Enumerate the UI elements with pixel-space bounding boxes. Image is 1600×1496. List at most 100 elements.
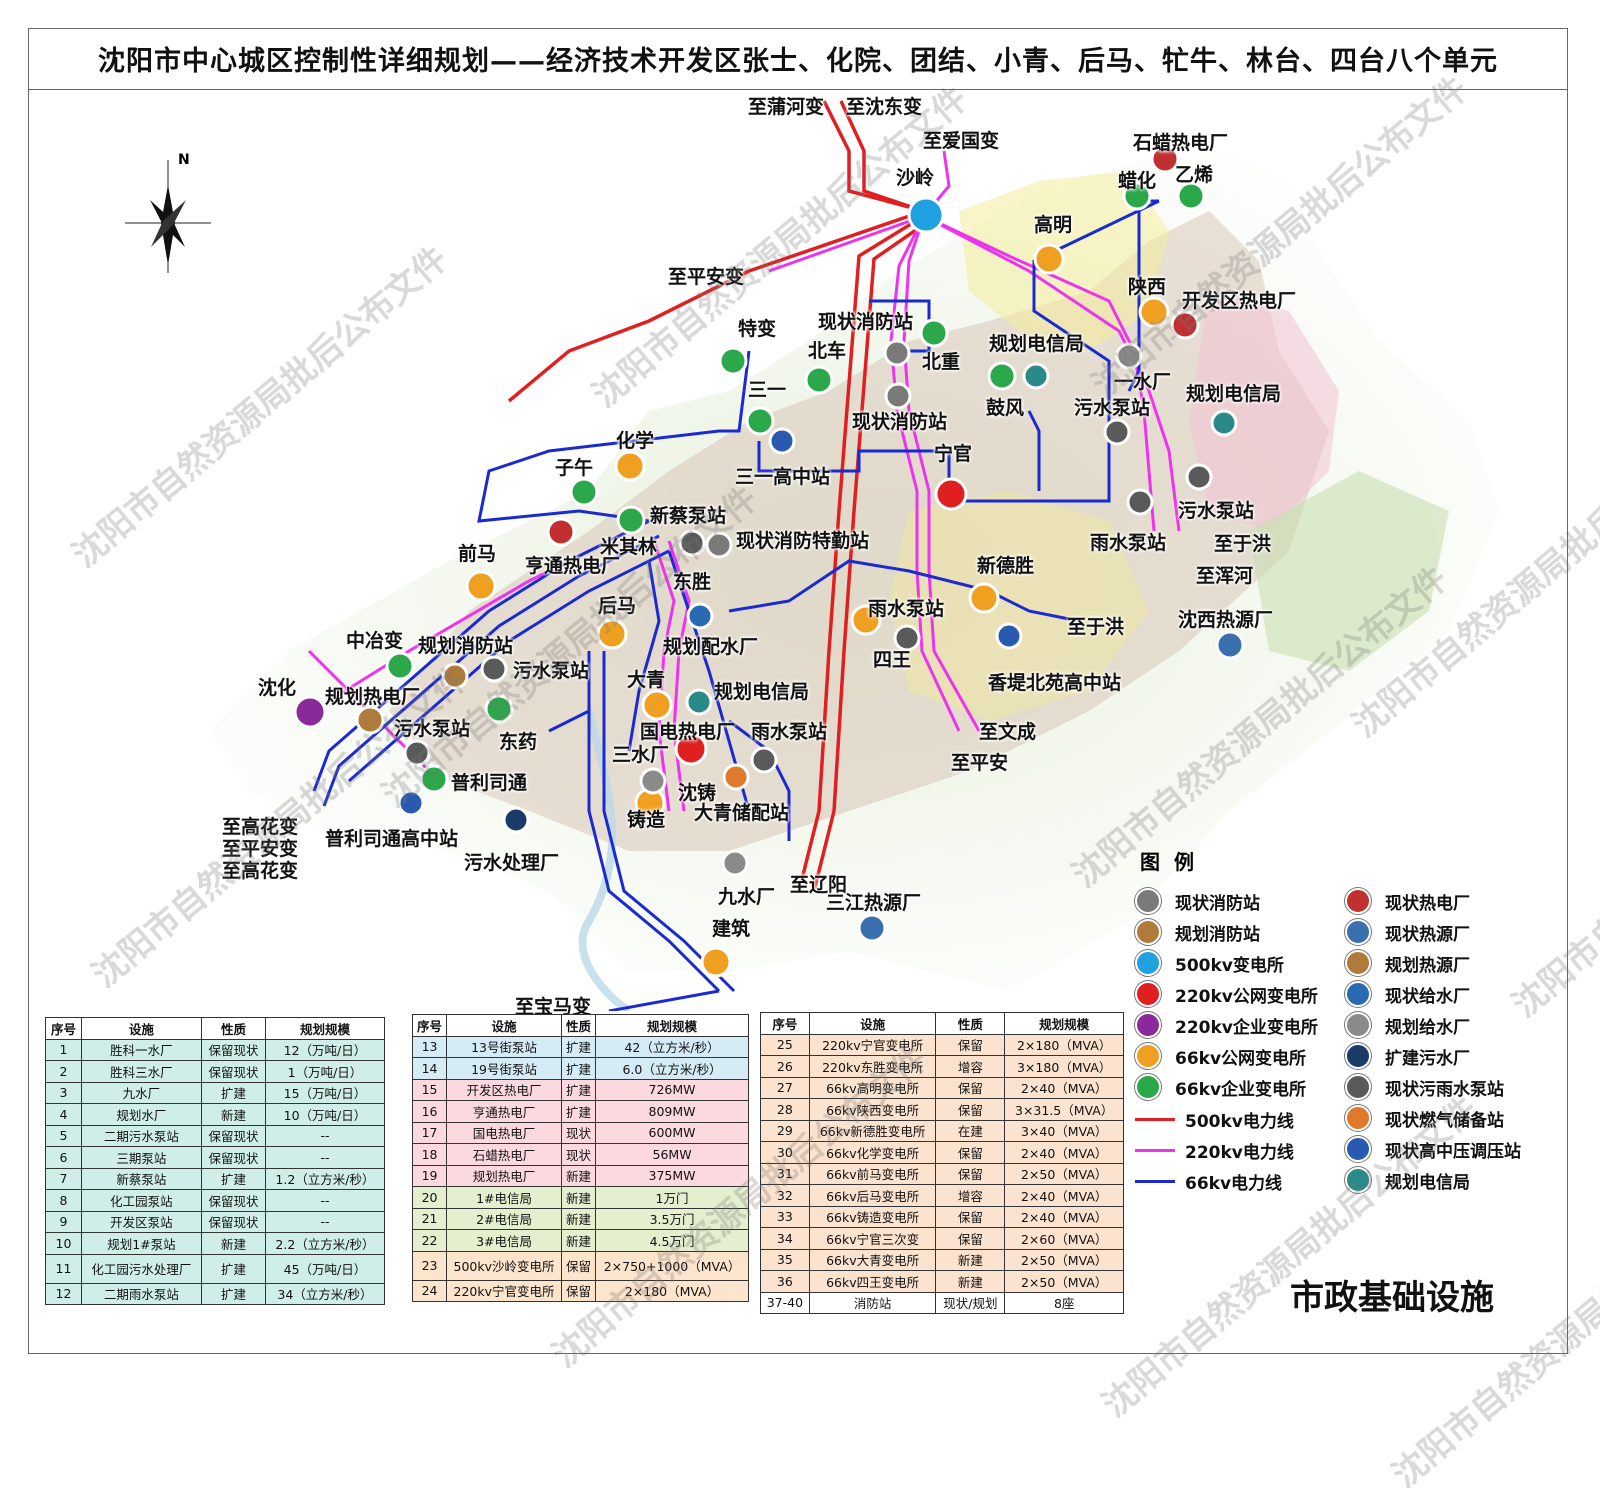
table-cell: 18 xyxy=(411,1143,448,1166)
table-cell: 66kv四王变电所 xyxy=(808,1270,937,1293)
table-cell: 809MW xyxy=(595,1100,749,1123)
table-cell: 30 xyxy=(760,1141,810,1164)
pump-station-icon xyxy=(750,746,778,774)
map-label: 污水泵站 xyxy=(513,660,590,682)
telecom-icon xyxy=(685,688,713,716)
table-cell: 11 xyxy=(45,1253,82,1284)
table-cell: 42（立方米/秒） xyxy=(595,1035,749,1058)
map-label: 规划消防站 xyxy=(418,635,514,657)
table-cell: 扩建 xyxy=(560,1057,597,1080)
table-cell: 10 xyxy=(45,1232,82,1255)
table-cell: 3 xyxy=(45,1081,82,1104)
table-header: 性质 xyxy=(935,1012,1006,1035)
table-cell: 66kv化学变电所 xyxy=(808,1141,937,1164)
substation-66kv-enterprise-icon xyxy=(385,651,415,681)
water-plant-icon xyxy=(1115,342,1143,370)
table-cell: 1#电信局 xyxy=(446,1186,562,1209)
legend-symbol-icon xyxy=(1345,950,1371,976)
table-header: 规划规模 xyxy=(1004,1012,1124,1035)
map-label: 普利司通高中站 xyxy=(325,828,459,850)
table-cell: 35 xyxy=(760,1248,810,1271)
table-cell: 16 xyxy=(411,1100,448,1123)
table-cell: 31 xyxy=(760,1162,810,1185)
table-cell: 4 xyxy=(45,1103,82,1126)
map-label: 化学 xyxy=(616,430,655,452)
map-label: 东胜 xyxy=(673,571,712,593)
legend-symbol-icon xyxy=(1135,950,1161,976)
map-label: 香堤北苑高中站 xyxy=(988,672,1122,694)
water-supply-plant-icon xyxy=(686,602,714,630)
substation-66kv-icon xyxy=(1033,243,1065,275)
map-label: 雨水泵站 xyxy=(1090,532,1167,554)
water-plant-icon xyxy=(721,849,749,877)
substation-220kv-icon xyxy=(674,732,708,766)
substation-66kv-enterprise-icon xyxy=(616,505,646,535)
legend-symbol-icon xyxy=(1345,1167,1371,1193)
table-header: 规划规模 xyxy=(595,1014,749,1037)
map-label: 规划配水厂 xyxy=(663,636,759,658)
legend-label: 规划热源厂 xyxy=(1385,955,1470,976)
map-label: 高明 xyxy=(1034,214,1073,236)
table-cell: 2×750+1000（MVA） xyxy=(595,1250,749,1281)
table-cell: 保留 xyxy=(560,1250,597,1281)
substation-66kv-icon xyxy=(465,570,497,602)
table-cell: 34（立方米/秒） xyxy=(264,1282,386,1305)
table-cell: 石蜡热电厂 xyxy=(446,1143,562,1166)
table-cell: 12 xyxy=(45,1282,82,1305)
map-label: 一水厂 xyxy=(1114,371,1172,393)
table-cell: 4.5万门 xyxy=(595,1229,749,1252)
table-cell: 保留现状 xyxy=(200,1146,266,1169)
table-header: 设施 xyxy=(808,1012,937,1035)
map-label: 三一 xyxy=(748,379,787,401)
legend-label: 现状热源厂 xyxy=(1385,924,1470,945)
legend-label: 220kv企业变电所 xyxy=(1175,1017,1318,1038)
table-cell: 二期雨水泵站 xyxy=(80,1282,202,1305)
map-label: 雨水泵站 xyxy=(868,598,945,620)
table-cell: 扩建 xyxy=(200,1167,266,1190)
map-label: 至爱国变 xyxy=(923,130,1000,152)
map-label: 三江热源厂 xyxy=(826,892,922,914)
map-label: 污水泵站 xyxy=(394,718,471,740)
table-cell: -- xyxy=(264,1210,386,1233)
table-cell: 15（万吨/日） xyxy=(264,1081,386,1104)
table-cell: 2×180（MVA） xyxy=(1004,1033,1124,1056)
map-label: 新蔡泵站 xyxy=(650,505,727,527)
table-cell: 66kv高明变电所 xyxy=(808,1076,937,1099)
table-cell: 2×40（MVA） xyxy=(1004,1076,1124,1099)
map-label: 东药 xyxy=(499,731,538,753)
heat-source-plant-icon xyxy=(857,913,887,943)
table-cell: 新建 xyxy=(560,1229,597,1252)
table-cell: 现状/规划 xyxy=(935,1291,1006,1314)
table-header: 规划规模 xyxy=(264,1017,386,1040)
table-cell: 6 xyxy=(45,1146,82,1169)
line-swatch-icon xyxy=(1135,1118,1175,1121)
legend-symbol-icon xyxy=(1345,1043,1371,1069)
district-green xyxy=(1249,471,1449,671)
table-cell: 2×50（MVA） xyxy=(1004,1270,1124,1293)
pump-station-icon xyxy=(1103,418,1131,446)
substation-500kv-icon xyxy=(907,196,945,234)
table-cell: 规划水厂 xyxy=(80,1103,202,1126)
table-cell: 10（万吨/日） xyxy=(264,1103,386,1126)
table-cell: 6.0（立方米/秒） xyxy=(595,1057,749,1080)
line-swatch-icon xyxy=(1135,1180,1175,1183)
table-cell: 规划1#泵站 xyxy=(80,1232,202,1255)
table-cell: 375MW xyxy=(595,1164,749,1187)
map-label: 规划电信局 xyxy=(1186,383,1282,405)
